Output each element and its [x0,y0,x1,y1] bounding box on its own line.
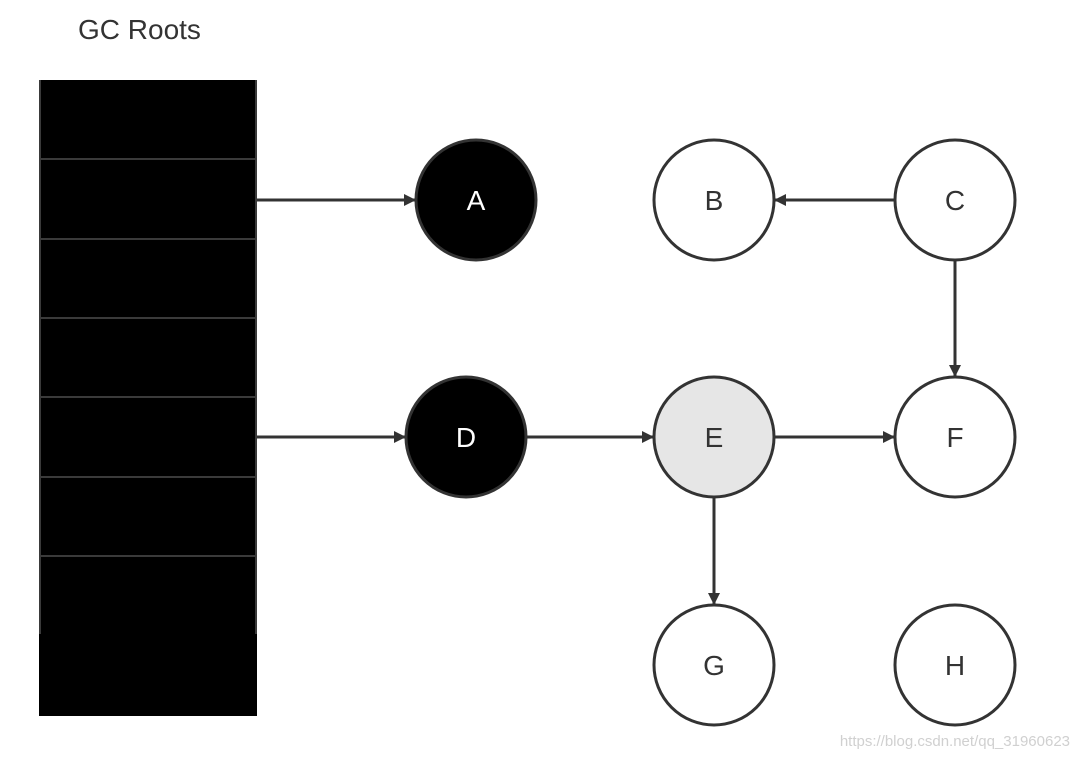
node-d-circle [404,375,528,499]
gc-roots-slot-divider [39,555,257,557]
gc-roots-slot-divider [39,158,257,160]
node-a-circle [414,138,538,262]
node-b: B [652,138,776,262]
node-h-label: H [945,650,965,681]
node-a: A [414,138,538,262]
gc-roots-stack [39,80,257,716]
node-f-circle [893,375,1017,499]
node-b-circle [652,138,776,262]
node-f: F [893,375,1017,499]
node-c: C [893,138,1017,262]
gc-roots-stack-left-edge [39,80,41,634]
gc-roots-title: GC Roots [78,14,201,45]
node-d-label: D [456,422,476,453]
node-e-circle [652,375,776,499]
node-d: D [404,375,528,499]
node-b-label: B [705,185,724,216]
node-f-label: F [946,422,963,453]
gc-roots-slot-divider [39,317,257,319]
node-e-label: E [705,422,724,453]
node-c-circle [893,138,1017,262]
gc-roots-slot-divider [39,476,257,478]
node-g-label: G [703,650,725,681]
gc-roots-slot-divider [39,238,257,240]
node-g-circle [652,603,776,727]
node-e: E [652,375,776,499]
node-h-circle [893,603,1017,727]
gc-roots-slot-divider [39,396,257,398]
node-h: H [893,603,1017,727]
node-a-label: A [467,185,486,216]
node-c-label: C [945,185,965,216]
node-g: G [652,603,776,727]
watermark: https://blog.csdn.net/qq_31960623 [839,733,1070,750]
gc-roots-stack-right-edge [255,80,257,634]
